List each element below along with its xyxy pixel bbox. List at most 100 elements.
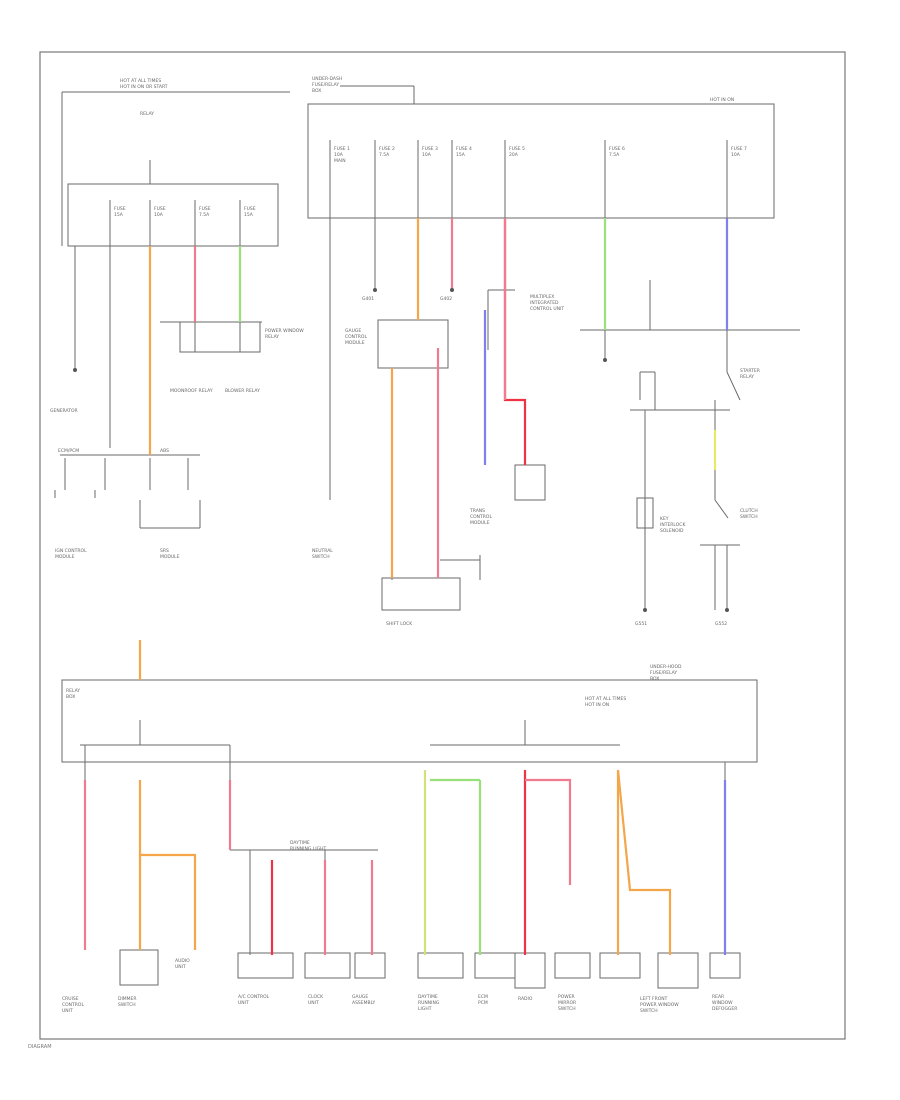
component-label: WINDOW bbox=[712, 1000, 733, 1006]
multiplex-label: MULTIPLEX bbox=[530, 294, 554, 300]
neutral-switch-label: SWITCH bbox=[312, 554, 330, 560]
fuse-box-bottom bbox=[61, 679, 758, 763]
component-label: CLOCK bbox=[308, 994, 324, 1000]
fuse-label: FUSE 2 bbox=[379, 146, 395, 152]
component-label: LIGHT bbox=[418, 1006, 432, 1012]
clutch-switch-label: CLUTCH bbox=[740, 508, 758, 514]
multiplex-label: INTEGRATED bbox=[530, 300, 559, 306]
hot-note: HOT IN ON OR START bbox=[120, 84, 168, 90]
component-label: RADIO bbox=[518, 996, 533, 1002]
component-label: UNIT bbox=[62, 1008, 73, 1014]
wire-red-1 bbox=[503, 218, 527, 465]
fuse-label: MAIN bbox=[334, 158, 346, 164]
component-label: UNIT bbox=[238, 1000, 249, 1006]
ground-icon bbox=[603, 358, 607, 362]
component-label: PCM bbox=[478, 1000, 488, 1006]
ign-control-label: MODULE bbox=[55, 554, 75, 560]
component-label: LEFT FRONT bbox=[640, 996, 668, 1002]
blower-relay-label: BLOWER RELAY bbox=[225, 388, 260, 394]
fuse-box-bottom-label: UNDER-HOOD bbox=[650, 664, 682, 670]
trans-module-label: CONTROL bbox=[470, 514, 492, 520]
fuse-label: FUSE 6 bbox=[609, 146, 625, 152]
component-label: DIMMER bbox=[118, 996, 137, 1002]
component-label: AUDIO bbox=[175, 958, 190, 964]
starter-relay-label: RELAY bbox=[740, 374, 754, 380]
ground-label: G552 bbox=[715, 621, 727, 627]
fuse-label: 10A bbox=[334, 152, 344, 158]
diagram-frame bbox=[39, 51, 846, 1040]
fuse-label: 15A bbox=[244, 212, 254, 218]
fuse-label: 7.5A bbox=[609, 152, 620, 158]
fuse-label: FUSE 4 bbox=[456, 146, 472, 152]
hot-note: HOT AT ALL TIMES bbox=[120, 78, 161, 84]
fuse-label: FUSE bbox=[199, 206, 211, 212]
fuse-label: FUSE 1 bbox=[334, 146, 350, 152]
abs-label: ABS bbox=[160, 448, 169, 454]
shift-lock-label: SHIFT LOCK bbox=[386, 621, 413, 627]
component-label: POWER WINDOW bbox=[640, 1002, 679, 1008]
wire-orange-5 bbox=[138, 780, 197, 950]
relay-label: RELAY bbox=[140, 111, 154, 117]
multiplex-label: CONTROL UNIT bbox=[530, 306, 564, 312]
power-window-relay-label: RELAY bbox=[265, 334, 279, 340]
gauge-control-label: MODULE bbox=[345, 340, 365, 346]
ground-icon bbox=[73, 368, 77, 372]
component-label: SWITCH bbox=[558, 1006, 576, 1012]
component-label: GAUGE bbox=[352, 994, 368, 1000]
ground-icon bbox=[373, 288, 377, 292]
component-label: A/C CONTROL bbox=[238, 994, 270, 1000]
ign-control-label: IGN CONTROL bbox=[55, 548, 87, 554]
component-label: SWITCH bbox=[640, 1008, 658, 1014]
component-label: REAR bbox=[712, 994, 724, 1000]
hot-note-bottom: HOT IN ON bbox=[585, 702, 609, 708]
fuse-box-bottom-label: BOX bbox=[650, 676, 659, 682]
fuse-box-top bbox=[307, 103, 775, 219]
fuse-box-label: FUSE/RELAY bbox=[312, 82, 339, 88]
fuse-label: FUSE 3 bbox=[422, 146, 438, 152]
neutral-switch-label: NEUTRAL bbox=[312, 548, 333, 554]
fuse-label: FUSE bbox=[244, 206, 256, 212]
component-label: RUNNING bbox=[418, 1000, 440, 1006]
component-label: ASSEMBLY bbox=[352, 1000, 376, 1006]
daytime-label: DAYTIME bbox=[290, 840, 310, 846]
fuse-label: 15A bbox=[114, 212, 124, 218]
srs-module-label: SRS bbox=[160, 548, 169, 554]
fuse-box-label: UNDER-DASH bbox=[312, 76, 342, 82]
connector-ac bbox=[237, 952, 294, 979]
ground-label: G401 bbox=[362, 296, 374, 302]
hot-note: HOT IN ON bbox=[710, 97, 734, 103]
key-interlock-label: SOLENOID bbox=[660, 528, 684, 534]
ground-label: G551 bbox=[635, 621, 647, 627]
fuse-label: 15A bbox=[456, 152, 466, 158]
footer-label: DIAGRAM bbox=[28, 1044, 52, 1050]
ground-icon bbox=[725, 608, 729, 612]
fuse-label: FUSE 5 bbox=[509, 146, 525, 152]
fuse-label: FUSE 7 bbox=[731, 146, 747, 152]
clutch-switch-label: SWITCH bbox=[740, 514, 758, 520]
component-label: DAYTIME bbox=[418, 994, 438, 1000]
fuse-label: 7.5A bbox=[199, 212, 210, 218]
key-interlock-label: KEY bbox=[660, 516, 669, 522]
wire-orange-6 bbox=[616, 769, 672, 955]
fuse-box-bottom-label: FUSE/RELAY bbox=[650, 670, 677, 676]
component-label: SWITCH bbox=[118, 1002, 136, 1008]
component-label: UNIT bbox=[175, 964, 186, 970]
gauge-control-label: GAUGE bbox=[345, 328, 361, 334]
starter-relay-label: STARTER bbox=[740, 368, 760, 374]
daytime-label: RUNNING LIGHT bbox=[290, 846, 326, 852]
component-label: CONTROL bbox=[62, 1002, 84, 1008]
fuse-label: 20A bbox=[509, 152, 519, 158]
fuse-box-label: BOX bbox=[312, 88, 321, 94]
component-label: CRUISE bbox=[62, 996, 79, 1002]
generator-label: GENERATOR bbox=[50, 408, 78, 414]
fuse-label: 10A bbox=[731, 152, 741, 158]
ground-icon bbox=[450, 288, 454, 292]
ecm-label: ECM/PCM bbox=[58, 448, 79, 454]
component-label: POWER bbox=[558, 994, 575, 1000]
connector-dimmer bbox=[119, 949, 159, 986]
relay-box-label: RELAY bbox=[66, 688, 80, 694]
srs-module-label: MODULE bbox=[160, 554, 180, 560]
hot-note-bottom: HOT AT ALL TIMES bbox=[585, 696, 626, 702]
fuse-label: FUSE bbox=[114, 206, 126, 212]
